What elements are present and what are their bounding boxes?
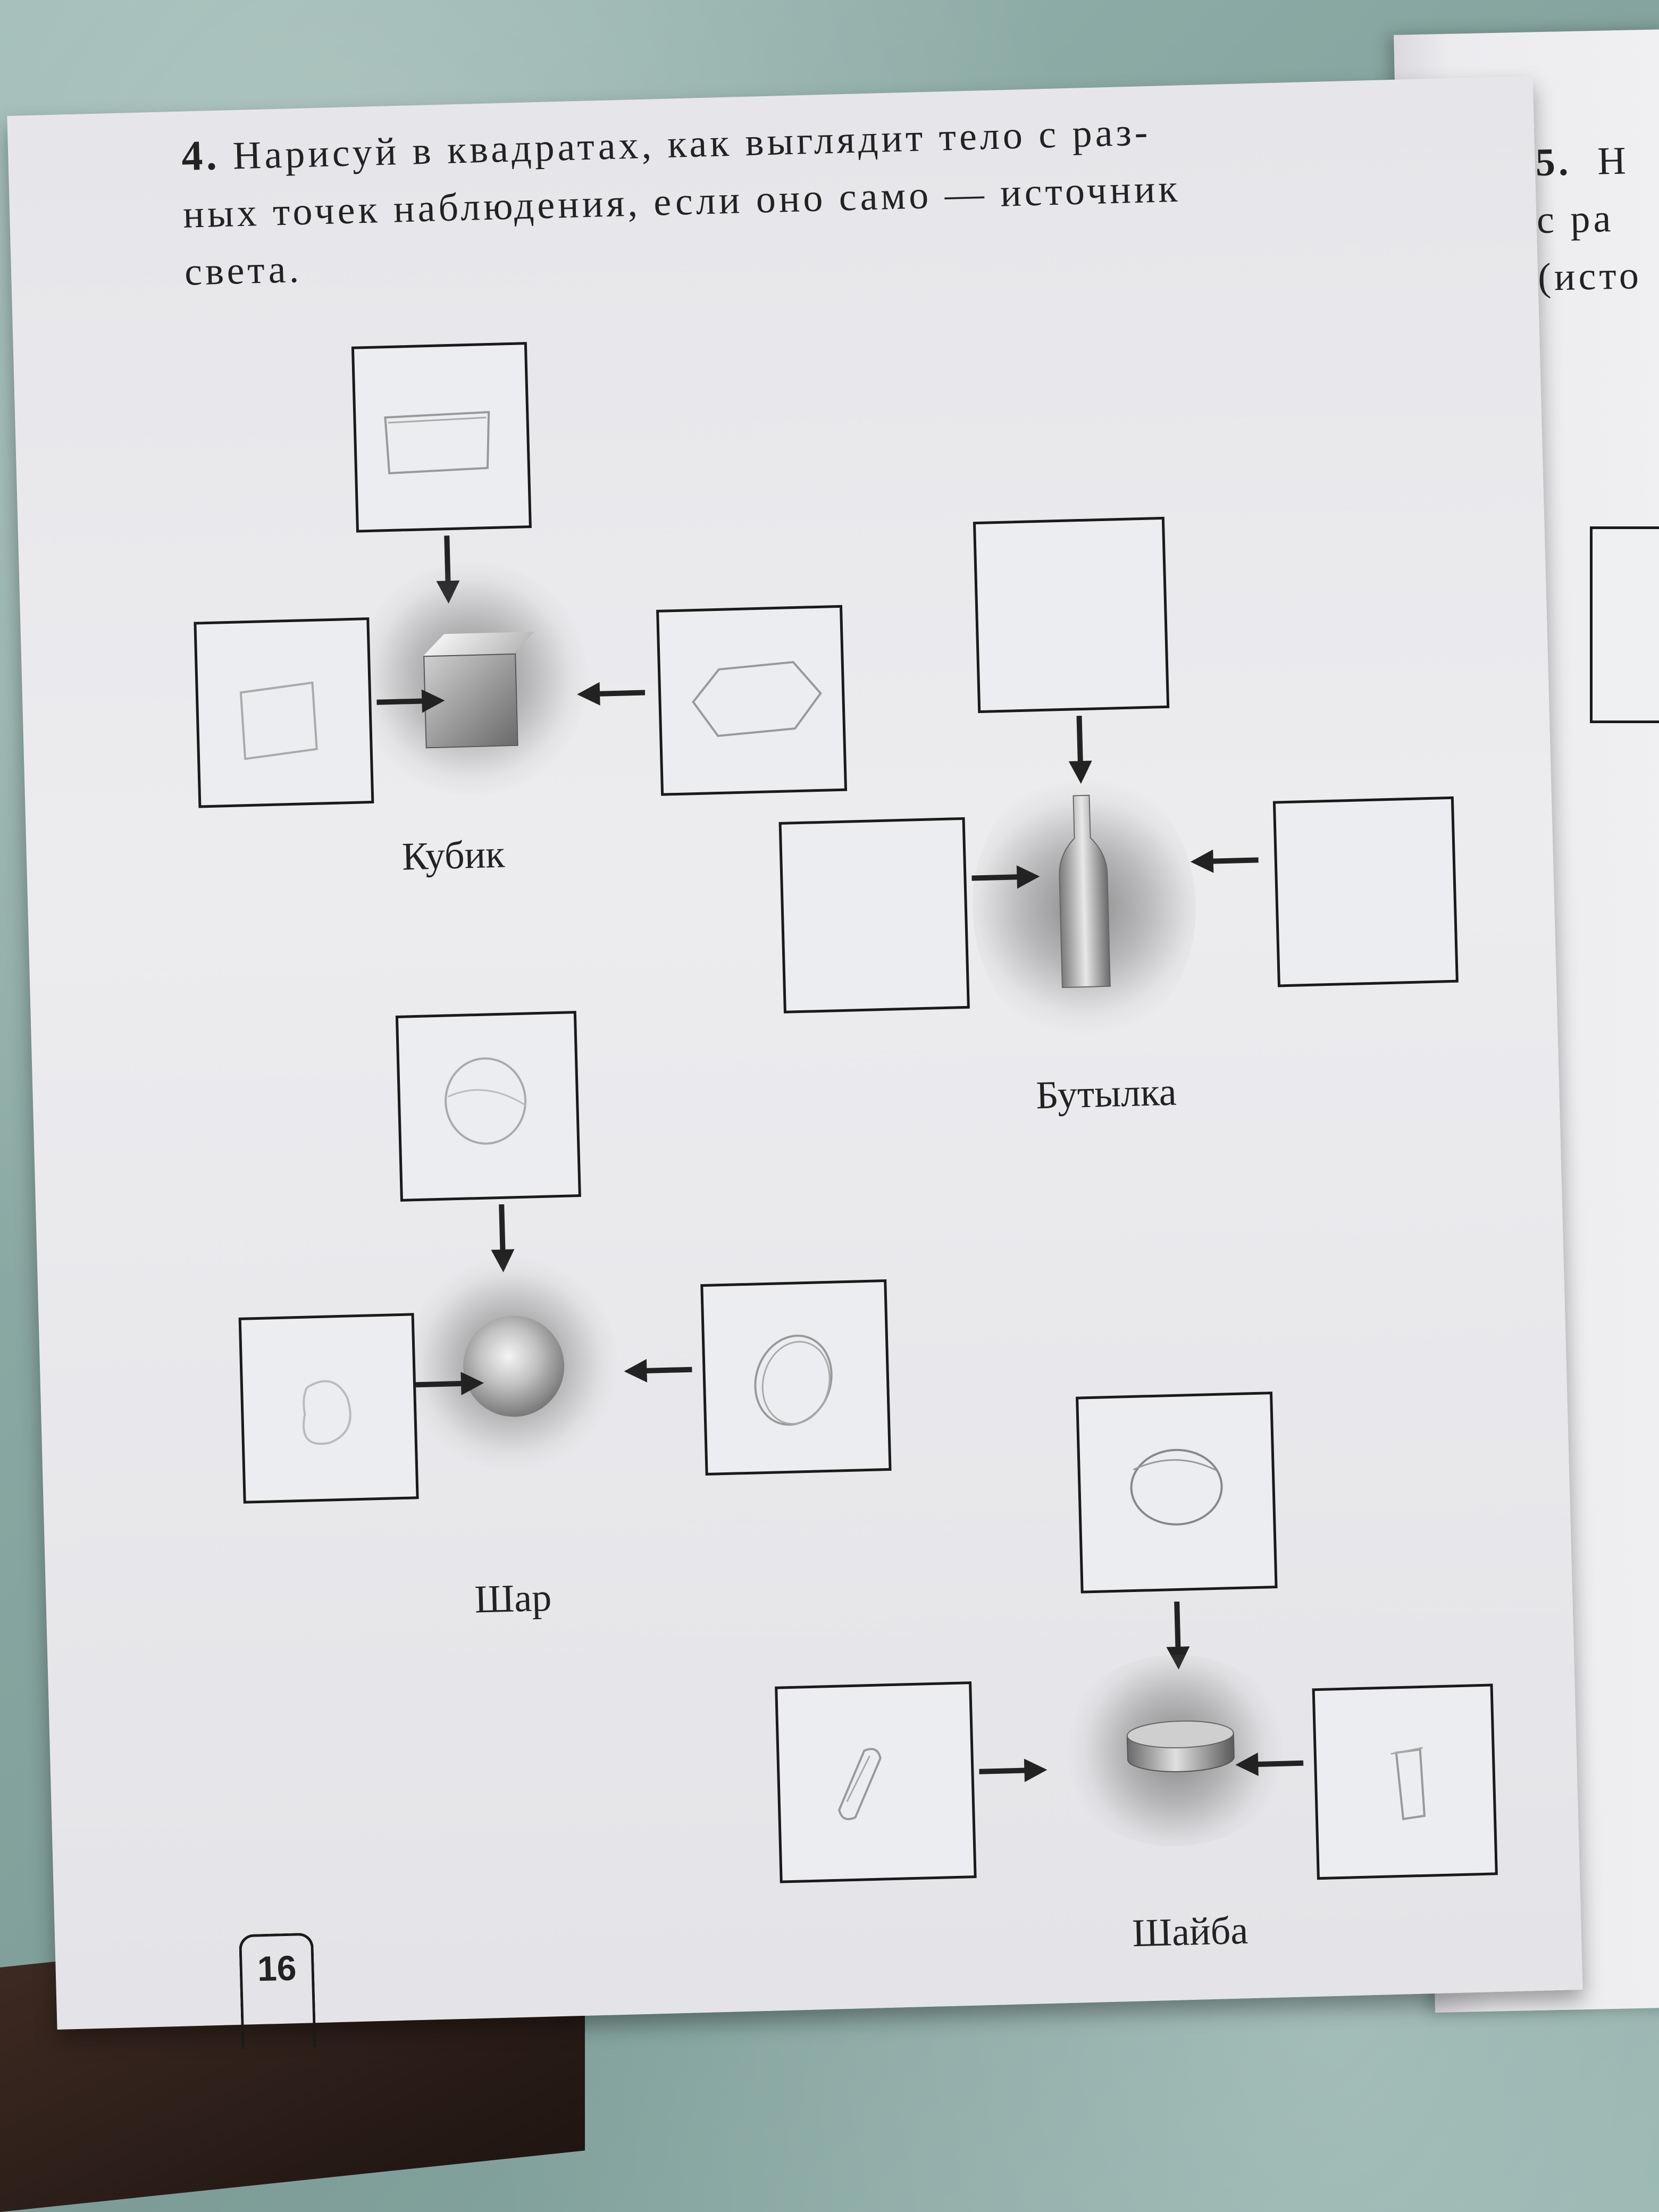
next-task-number: 5. (1535, 140, 1572, 185)
puck-left-view-box[interactable] (775, 1681, 977, 1883)
arrow-right-icon (979, 1758, 1048, 1782)
cube-top-view-box[interactable] (351, 342, 532, 533)
label-cube: Кубик (401, 832, 506, 879)
cube-right-sketch (692, 661, 822, 738)
next-task-text: 5. Н с ра (исто (1535, 132, 1643, 306)
sphere-top-sketch (445, 1057, 527, 1145)
next-task-line2: с ра (1536, 197, 1615, 242)
puck-top-view-box[interactable] (1076, 1392, 1278, 1594)
sphere-left-view-box[interactable] (238, 1313, 419, 1504)
cube-right-view-box[interactable] (656, 605, 848, 796)
sphere-right-view-box[interactable] (700, 1279, 892, 1476)
arrow-left-icon (1235, 1753, 1304, 1777)
label-bottle: Бутылка (1035, 1070, 1177, 1118)
sphere-top-view-box[interactable] (395, 1011, 581, 1202)
label-puck: Шайба (1132, 1908, 1249, 1956)
puck-shape (1126, 1720, 1235, 1772)
puck-right-sketch (1390, 1747, 1426, 1821)
arrow-right-icon (971, 865, 1040, 889)
arrow-left-icon (1190, 849, 1259, 873)
bottle-right-view-box[interactable] (1272, 796, 1459, 987)
bottle-left-view-box[interactable] (778, 817, 970, 1013)
arrow-right-icon (376, 689, 445, 713)
task-text: 4. Нарисуй в квадратах, как выглядит тел… (181, 97, 1355, 300)
next-task-line1: Н (1597, 139, 1630, 183)
sphere-left-sketch (303, 1380, 351, 1445)
cube-top-sketch (384, 410, 490, 475)
cube-left-sketch (239, 681, 318, 760)
page-number: 16 (238, 1932, 316, 2049)
arrow-left-icon (577, 682, 646, 706)
bottle-top-view-box[interactable] (973, 516, 1170, 714)
arrow-right-icon (415, 1372, 484, 1396)
worksheet: 4. Нарисуй в квадратах, как выглядит тел… (181, 96, 1498, 2049)
arrow-left-icon (624, 1359, 692, 1382)
puck-left-sketch (838, 1748, 882, 1820)
cube-left-view-box[interactable] (194, 617, 374, 808)
next-task-box (1590, 526, 1659, 723)
bottle-shape (1059, 794, 1111, 988)
puck-top-sketch (1130, 1448, 1223, 1526)
sphere-right-sketch (754, 1335, 833, 1426)
label-sphere: Шар (474, 1576, 552, 1622)
puck-right-view-box[interactable] (1312, 1683, 1498, 1880)
next-task-line3: (исто (1537, 253, 1643, 300)
task-number: 4. (181, 132, 221, 180)
